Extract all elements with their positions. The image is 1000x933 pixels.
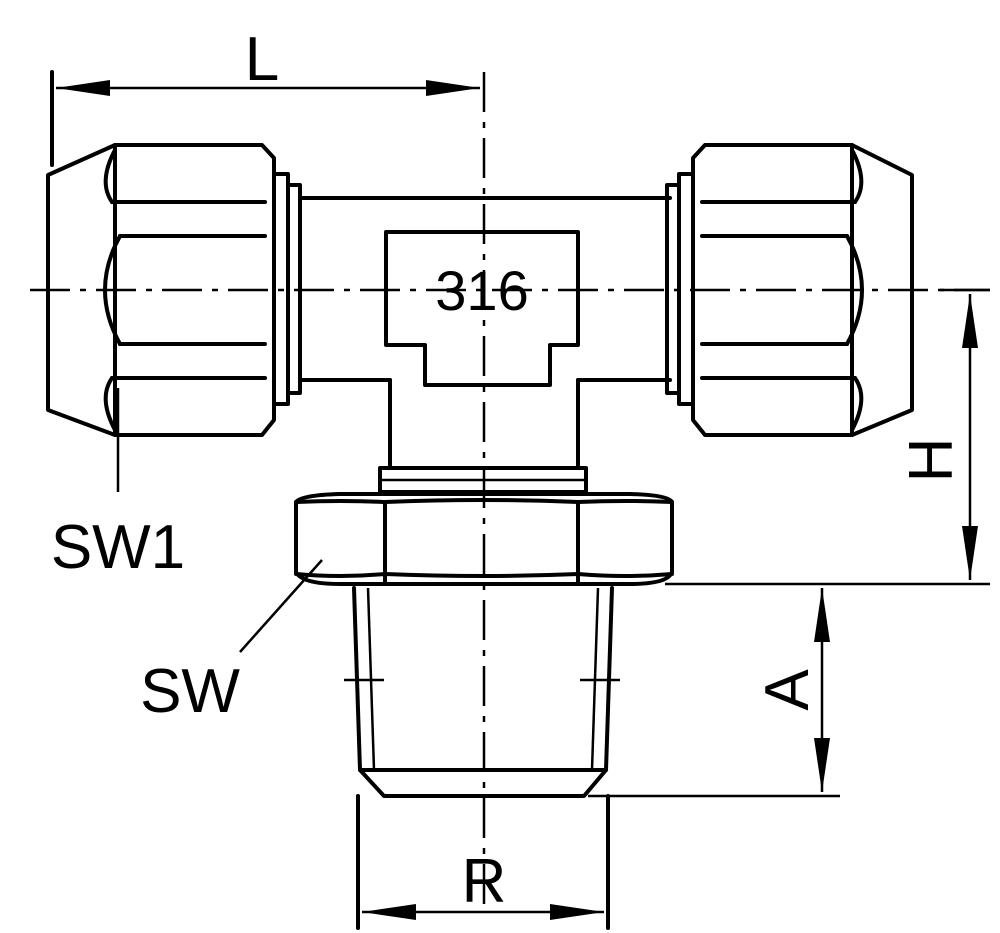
- hex-nut: [294, 492, 674, 586]
- dimension-R: [356, 794, 610, 930]
- dimension-label-A: A: [753, 669, 822, 711]
- dimension-A: [588, 588, 840, 798]
- wrench-label-SW1: SW1: [51, 513, 185, 582]
- leader-lines: [116, 388, 323, 653]
- dimension-L: [50, 70, 480, 167]
- dimension-label-R: R: [462, 847, 507, 916]
- male-thread: [344, 586, 620, 798]
- material-label: 316: [435, 259, 528, 322]
- right-union-nut: [665, 143, 914, 437]
- wrench-label-SW: SW: [140, 657, 240, 726]
- dimension-label-L: L: [245, 25, 279, 94]
- left-union-nut: [46, 143, 302, 437]
- tee-body: [298, 196, 672, 494]
- dimension-label-H: H: [897, 438, 966, 483]
- dimension-H: [665, 288, 990, 586]
- centerlines: [30, 72, 990, 905]
